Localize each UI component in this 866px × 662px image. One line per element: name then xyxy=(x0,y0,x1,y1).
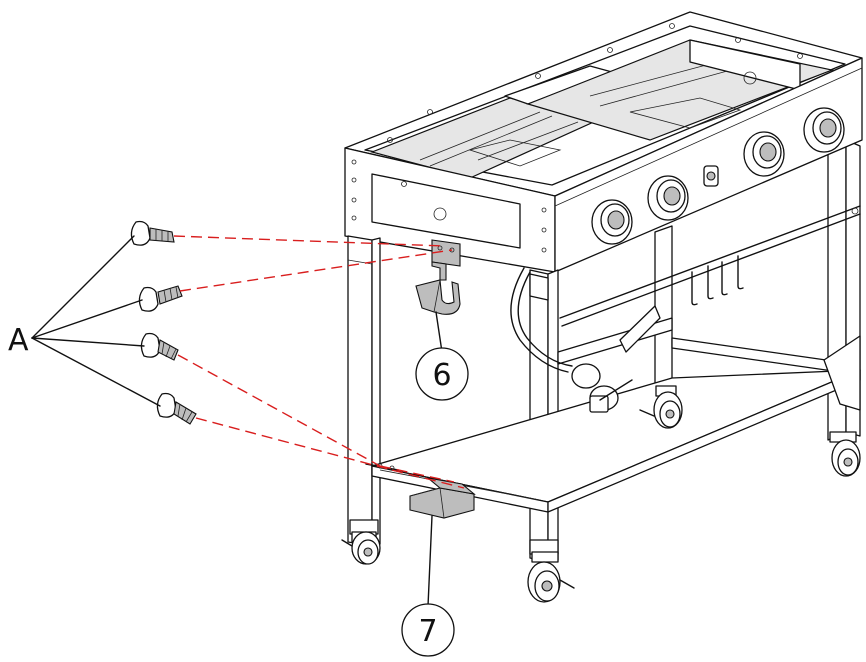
caster-back-left[interactable] xyxy=(639,385,683,429)
callout-7-label: 7 xyxy=(418,614,437,649)
caster-front-left[interactable] xyxy=(341,531,381,565)
knob-3[interactable] xyxy=(743,131,785,177)
screw-3 xyxy=(140,332,179,361)
grill-cart xyxy=(341,11,863,603)
caster-back-right[interactable] xyxy=(829,431,861,477)
igniter-button[interactable] xyxy=(703,165,719,187)
bottom-shelf xyxy=(371,317,861,513)
knob-4[interactable] xyxy=(803,107,845,153)
callout-6-label: 6 xyxy=(432,358,451,393)
hook-bracket-part xyxy=(415,239,461,315)
knob-1[interactable] xyxy=(591,199,633,245)
knob-2[interactable] xyxy=(647,175,689,221)
towel-bar xyxy=(559,205,861,327)
control-knobs xyxy=(591,107,845,245)
firebox-top xyxy=(344,11,863,197)
label-a: A xyxy=(8,323,29,358)
callout-6: 6 xyxy=(415,311,469,401)
gas-regulator xyxy=(510,267,661,413)
screw-2 xyxy=(138,285,183,312)
screw-1 xyxy=(130,220,175,246)
assembly-guide-lines xyxy=(173,235,465,489)
label-a-leaders xyxy=(31,235,161,407)
firebox-left-side xyxy=(344,147,556,273)
caster-front-right[interactable] xyxy=(527,551,575,603)
callout-7: 7 xyxy=(401,515,455,657)
screws-group-a xyxy=(130,220,197,425)
screw-4 xyxy=(156,392,197,425)
lower-holder-part xyxy=(365,463,476,519)
front-left-leg xyxy=(347,235,381,547)
